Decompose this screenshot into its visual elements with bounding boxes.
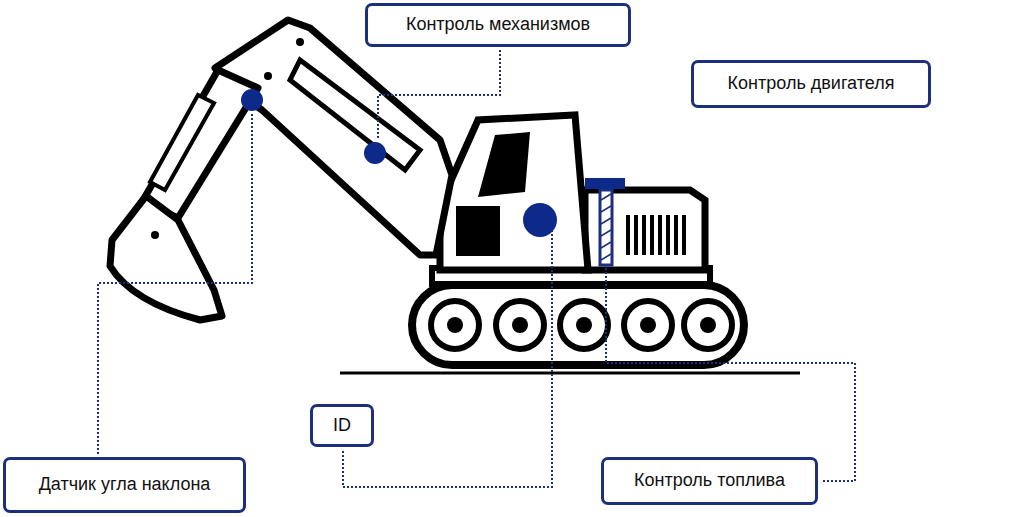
cab-window [478,132,530,197]
callout-label: Датчик угла наклона [39,474,211,496]
leader-lines [98,50,855,487]
callout-box: Контроль механизмов [365,3,631,47]
callout-box: Контроль топлива [601,457,818,505]
engine-housing [585,190,705,270]
callout-label: Контроль топлива [634,470,785,492]
track-wheels [431,301,732,349]
cab [440,115,588,270]
bucket [110,196,222,320]
callout-box: Контроль двигателя [691,60,931,108]
wheel-hubs [447,317,716,333]
callout-box: ID [310,404,374,447]
engine-grille [628,215,684,255]
stick-cylinder [150,95,214,190]
stick [142,70,258,218]
cab-door-window [456,206,500,256]
fuel-sensor-hatch [601,194,611,260]
callout-label: Контроль механизмов [406,14,590,36]
track [412,285,744,365]
boom-cylinder [290,60,420,170]
callout-label: Контроль двигателя [728,73,895,95]
callout-box: Датчик угла наклона [3,457,246,513]
boom [215,20,452,255]
pins [151,38,304,239]
callout-label: ID [333,415,351,437]
fuel-sensor [600,190,612,265]
ground-line [340,372,800,375]
sensor-dots [241,89,557,237]
fuel-sensor-cap [585,178,625,189]
